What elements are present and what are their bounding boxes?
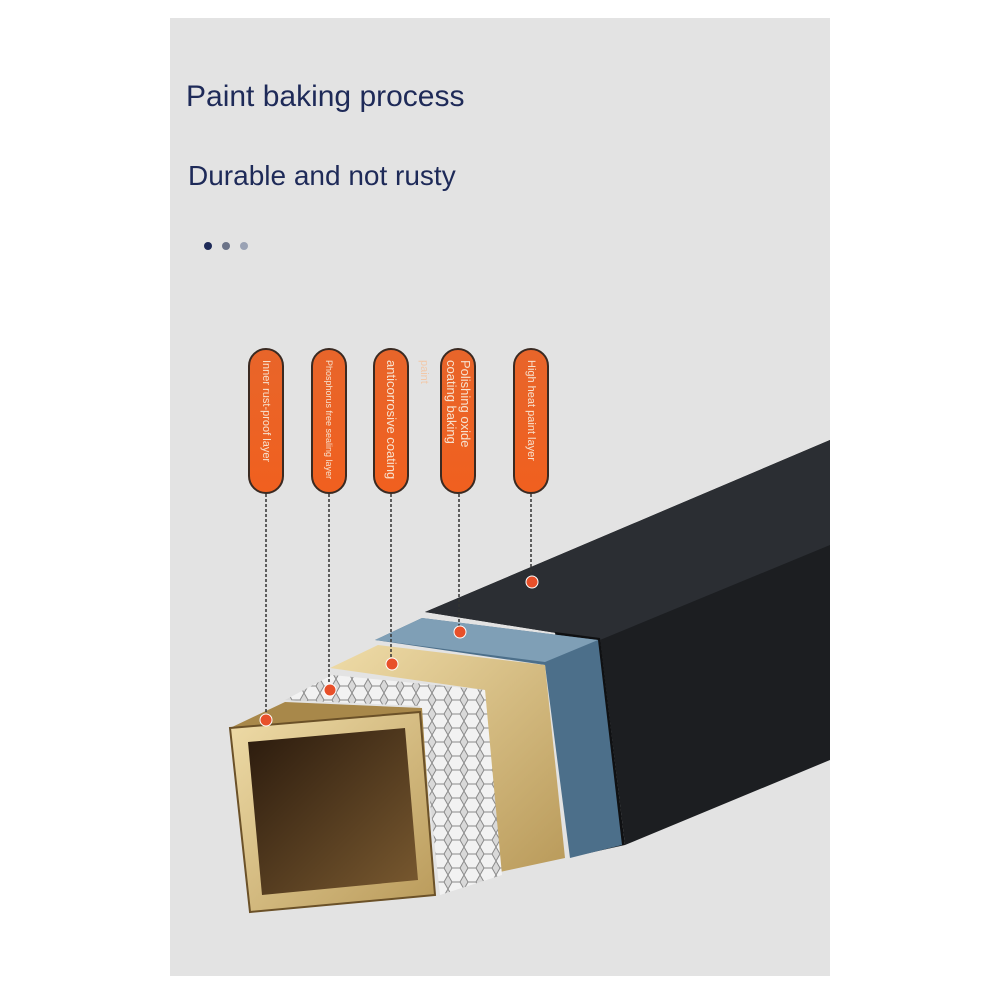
marker-dot	[323, 683, 337, 697]
carousel-dots[interactable]	[204, 242, 248, 250]
layer-label-text: High heat paint layer	[525, 360, 537, 461]
ghost-text: paint	[418, 360, 430, 384]
layer-label-text: Inner rust-proof layer	[260, 360, 272, 463]
hex-layer	[285, 675, 502, 895]
layer-label-1: Inner rust-proof layer	[248, 348, 284, 494]
page-title: Paint baking process	[186, 80, 465, 113]
layer-label-5: High heat paint layer	[513, 348, 549, 494]
gold-layer	[330, 645, 565, 872]
marker-dot	[259, 713, 273, 727]
layer-label-4: Polishing oxide coating baking	[440, 348, 476, 494]
page-subtitle: Durable and not rusty	[188, 160, 456, 191]
layer-label-3: anticorrosive coating	[373, 348, 409, 494]
marker-dot	[525, 575, 539, 589]
carousel-dot[interactable]	[222, 242, 230, 250]
layer-label-2: Phosphorus free sealing layer	[311, 348, 347, 494]
marker-dot	[453, 625, 467, 639]
layer-label-text: anticorrosive coating	[384, 360, 399, 480]
carousel-dot-active[interactable]	[204, 242, 212, 250]
layer-label-text: Phosphorus free sealing layer	[324, 360, 334, 480]
blue-layer	[375, 618, 622, 858]
carousel-dot[interactable]	[240, 242, 248, 250]
marker-dot	[385, 657, 399, 671]
layer-label-text: Polishing oxide coating baking	[444, 360, 473, 448]
